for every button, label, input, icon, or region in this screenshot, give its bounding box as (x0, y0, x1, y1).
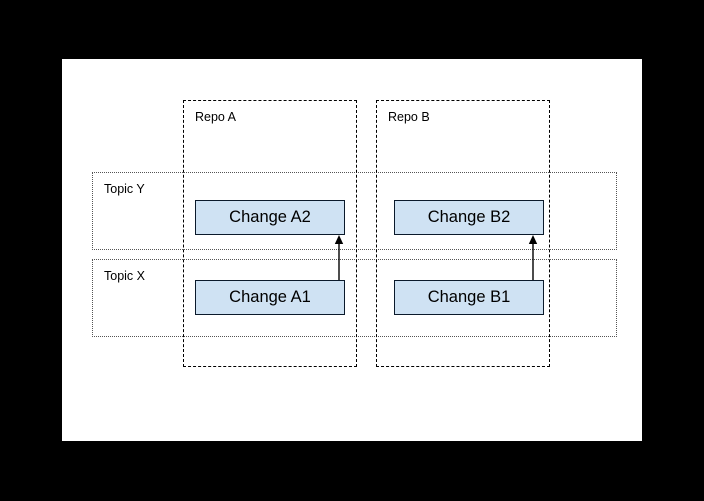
repo-b-label: Repo B (388, 110, 430, 124)
topic-y-label: Topic Y (104, 182, 145, 196)
change-box-b2[interactable]: Change B2 (394, 200, 544, 235)
change-box-a1[interactable]: Change A1 (195, 280, 345, 315)
arrow-a1-a2 (334, 235, 344, 281)
diagram-canvas: Topic Y Topic X Repo A Repo B Change A2 … (62, 59, 642, 441)
repo-group-b[interactable]: Repo B (376, 100, 550, 367)
topic-x-label: Topic X (104, 269, 145, 283)
repo-group-a[interactable]: Repo A (183, 100, 357, 367)
arrow-b1-b2 (528, 235, 538, 281)
topic-group-y[interactable]: Topic Y (92, 172, 617, 250)
repo-a-label: Repo A (195, 110, 237, 124)
change-box-a2[interactable]: Change A2 (195, 200, 345, 235)
topic-group-x[interactable]: Topic X (92, 259, 617, 337)
change-box-b1[interactable]: Change B1 (394, 280, 544, 315)
